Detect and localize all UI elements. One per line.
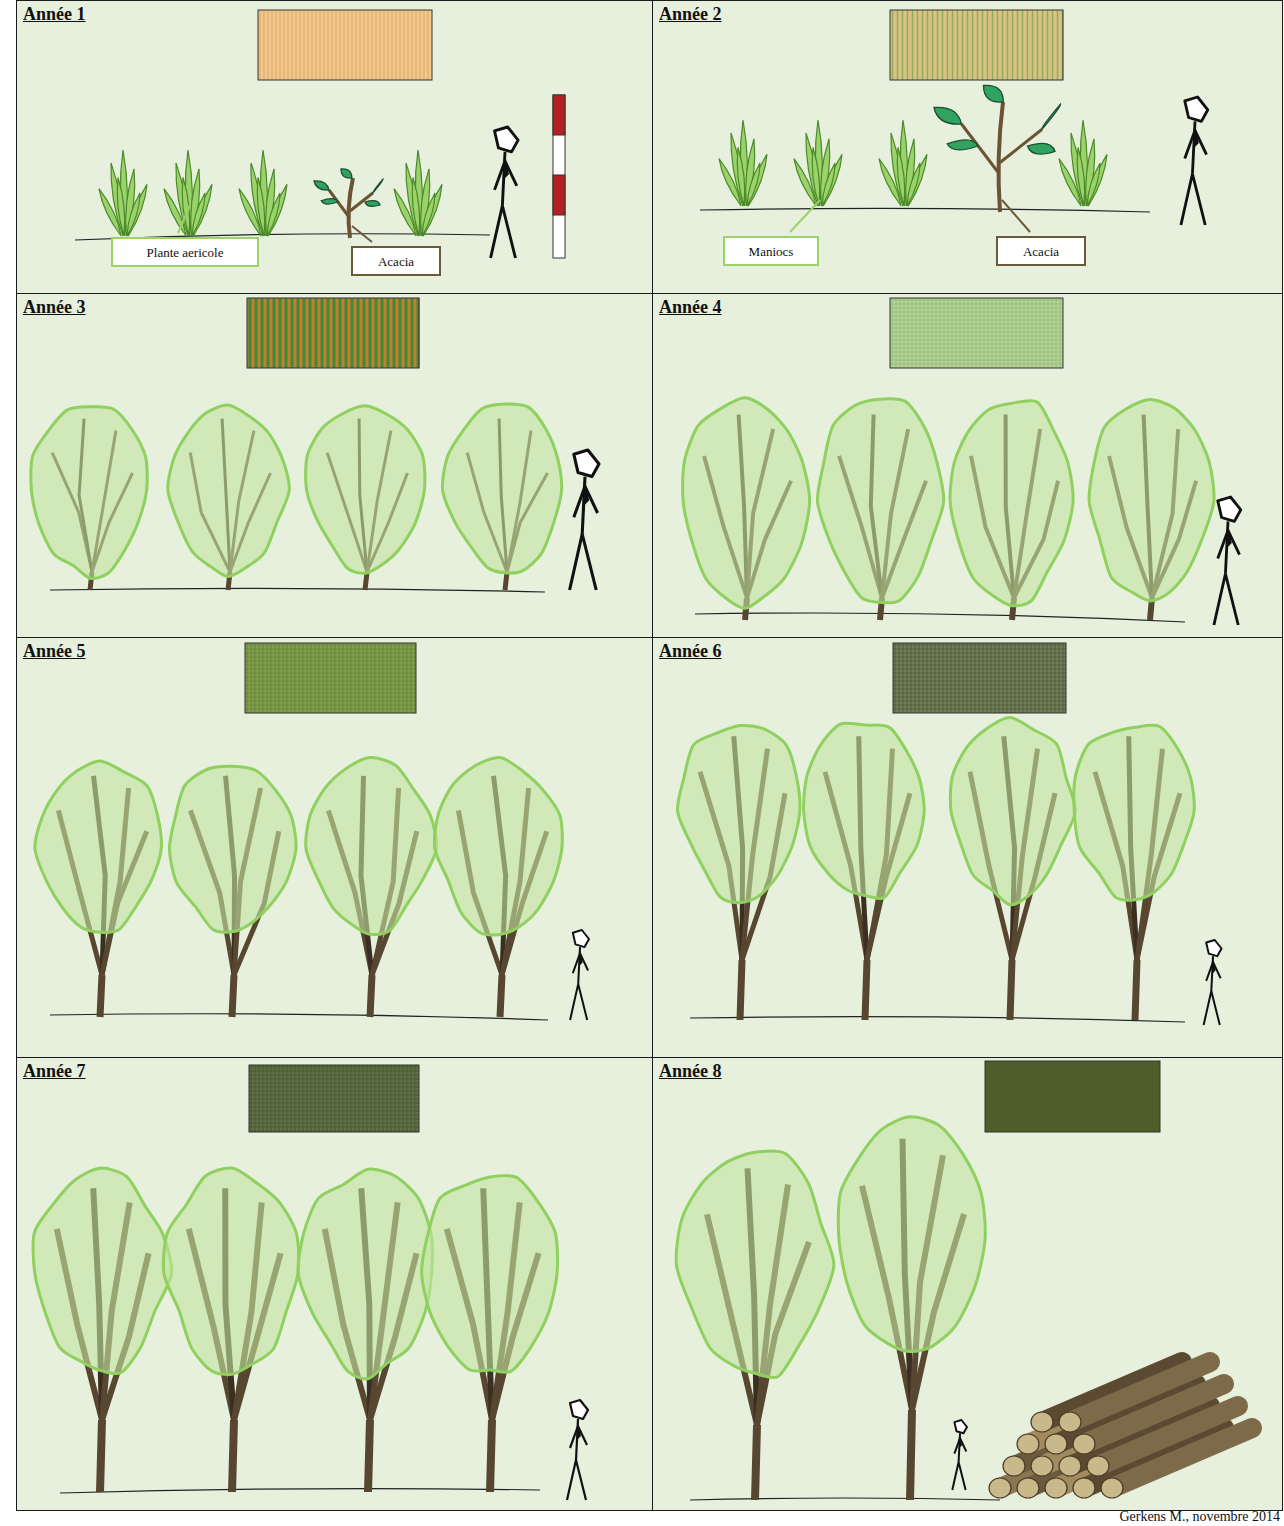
tree <box>676 1151 834 1500</box>
tree <box>677 725 799 1020</box>
log-pile <box>989 1362 1252 1498</box>
crop-plant <box>239 150 287 236</box>
ground-line <box>690 1017 1185 1022</box>
ground-line <box>690 1498 1000 1500</box>
panel-ground <box>16 1057 653 1511</box>
year-panel: Année 4 <box>652 293 1283 638</box>
year-panel: Année 3 <box>16 293 653 638</box>
tree <box>683 398 810 620</box>
person-figure <box>491 127 519 258</box>
color-swatch <box>245 643 416 713</box>
panel-ground <box>16 637 653 1058</box>
callout-label: Acacia <box>1023 244 1059 259</box>
year-heading: Année 5 <box>23 641 86 662</box>
tree <box>950 718 1075 1020</box>
person-figure <box>567 1400 588 1500</box>
year-heading: Année 6 <box>659 641 722 662</box>
year-panel: Année 5 <box>16 637 653 1058</box>
ground-line <box>695 613 1185 622</box>
crop-plant <box>879 120 927 206</box>
crop-plant <box>394 150 442 236</box>
tree <box>298 1169 432 1492</box>
tree <box>434 757 562 1017</box>
panel-ground <box>652 0 1283 294</box>
tree <box>33 1168 172 1492</box>
callout-label: Maniocs <box>749 244 794 259</box>
acacia-sapling <box>934 85 1061 212</box>
tree <box>35 761 161 1017</box>
year-heading: Année 1 <box>23 4 86 25</box>
person-figure <box>1181 97 1208 225</box>
year-panel: Année 1 Plante aericoleAcacia <box>16 0 653 294</box>
crop-plant <box>164 150 212 236</box>
color-swatch <box>893 643 1066 713</box>
ground-line <box>50 588 545 592</box>
acacia-sapling <box>314 169 383 238</box>
year-heading: Année 2 <box>659 4 722 25</box>
callout-box: Plante aericole <box>111 237 259 267</box>
tree <box>804 723 925 1020</box>
panel-ground <box>16 0 653 294</box>
callout-box: Acacia <box>996 236 1086 266</box>
person-figure <box>570 930 589 1020</box>
tree <box>1074 725 1194 1020</box>
panel-ground <box>16 293 653 638</box>
callout-box: Acacia <box>351 246 441 276</box>
panel-ground <box>652 293 1283 638</box>
crop-plant <box>99 150 147 236</box>
tree <box>1089 399 1214 620</box>
year-panel: Année 2 Maniocs Acacia <box>652 0 1283 294</box>
measuring-pole <box>553 95 565 258</box>
callout-label: Acacia <box>378 254 414 269</box>
tree <box>163 1168 298 1492</box>
leader-line <box>790 200 820 232</box>
year-panel: Année 7 <box>16 1057 653 1511</box>
year-heading: Année 4 <box>659 297 722 318</box>
callout-box: Maniocs <box>723 236 819 266</box>
panel-ground <box>652 1057 1283 1511</box>
crop-plant <box>719 120 767 206</box>
person-figure <box>570 450 599 590</box>
tree <box>817 399 943 620</box>
tree <box>422 1176 558 1492</box>
callout-label: Plante aericole <box>147 245 224 260</box>
tree <box>306 406 425 590</box>
leader-line <box>178 205 190 233</box>
person-figure <box>1214 497 1241 625</box>
color-swatch <box>249 1065 419 1132</box>
tree <box>306 758 437 1017</box>
leader-line <box>1002 200 1030 232</box>
leader-line <box>352 226 372 242</box>
ground-line <box>60 1489 540 1493</box>
tree <box>838 1117 985 1500</box>
tree <box>169 766 296 1017</box>
ground-line <box>50 1014 548 1020</box>
color-swatch <box>890 298 1063 368</box>
year-heading: Année 8 <box>659 1061 722 1082</box>
tree <box>168 405 289 590</box>
tree <box>31 407 147 590</box>
year-heading: Année 7 <box>23 1061 86 1082</box>
year-heading: Année 3 <box>23 297 86 318</box>
ground-line <box>700 208 1150 212</box>
color-swatch <box>985 1061 1160 1132</box>
person-figure <box>1204 940 1222 1025</box>
tree <box>950 401 1073 620</box>
crop-plant <box>1059 120 1107 206</box>
caption: Gerkens M., novembre 2014 <box>1119 1509 1280 1525</box>
color-swatch <box>890 10 1063 80</box>
tree <box>442 404 561 590</box>
crop-plant <box>794 120 842 206</box>
color-swatch <box>247 298 419 368</box>
color-swatch <box>258 10 432 80</box>
year-panel: Année 6 <box>652 637 1283 1058</box>
panel-ground <box>652 637 1283 1058</box>
person-figure <box>952 1420 967 1490</box>
year-panel: Année 8 <box>652 1057 1283 1511</box>
